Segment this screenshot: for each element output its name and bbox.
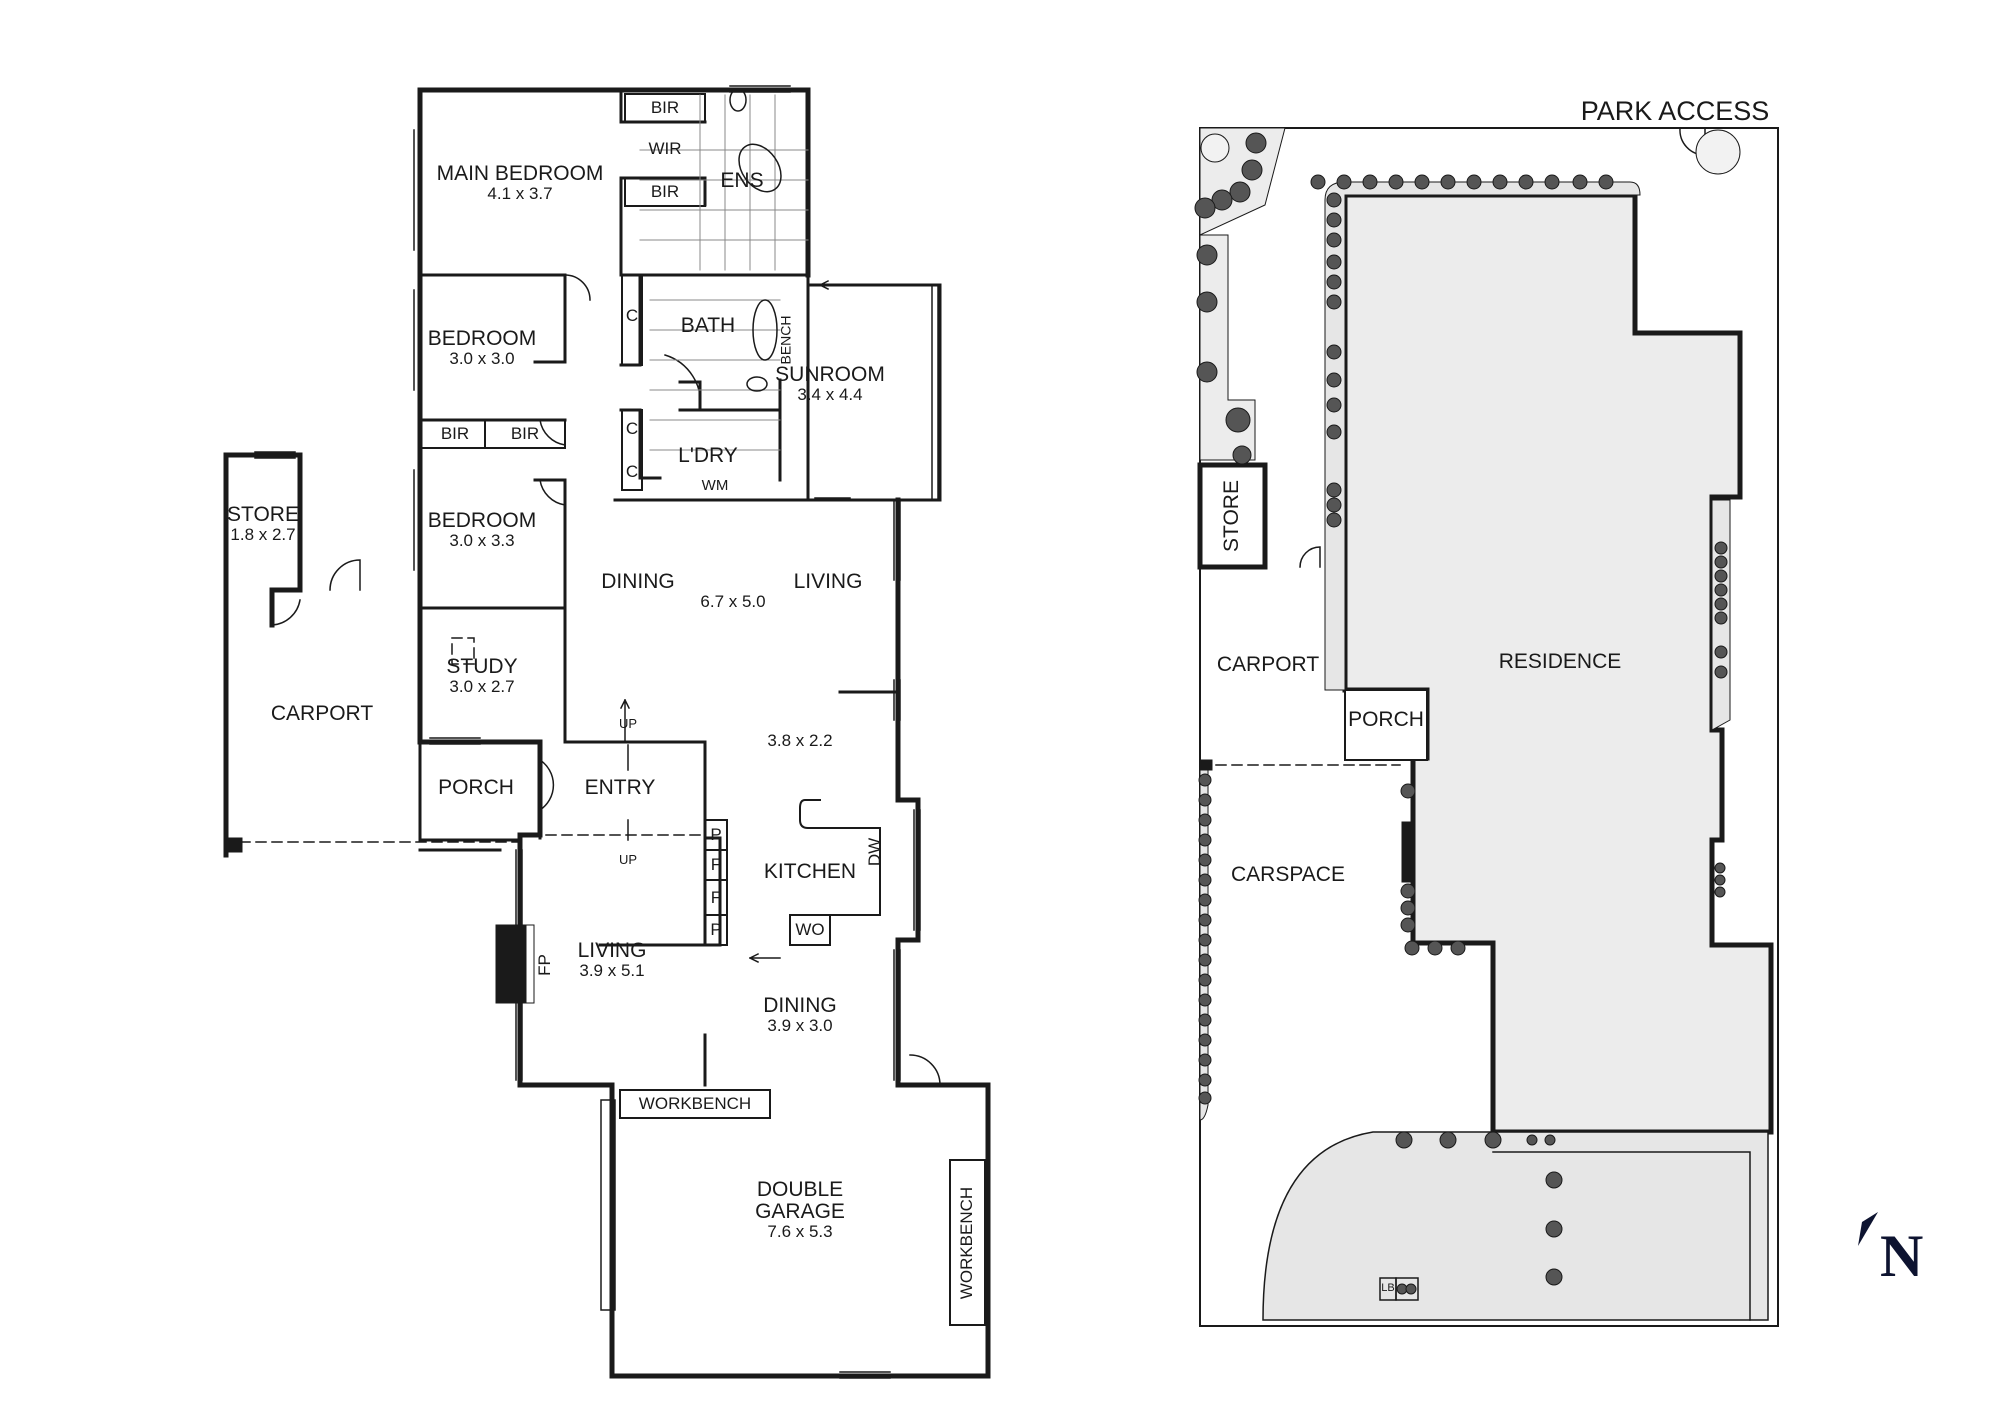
room-living-upper: LIVING (793, 569, 863, 593)
room-name: PORCH (438, 775, 514, 799)
north-compass: N (1858, 1212, 1928, 1289)
room-name: BEDROOM (427, 509, 537, 533)
site-porch-label: PORCH (1348, 707, 1424, 731)
workbench-label: WORKBENCH (957, 1186, 977, 1300)
bir-label: BIR (440, 424, 470, 444)
room-area-dims: 3.8 x 2.2 (767, 732, 832, 750)
room-dims: 3.8 x 2.2 (767, 731, 833, 751)
north-arrow-icon (1858, 1212, 1878, 1246)
room-name: LIVING (577, 939, 647, 963)
bench-label: BENCH (777, 315, 794, 365)
room-name: DINING (763, 994, 837, 1018)
fridge-label: F (710, 855, 722, 875)
room-name: BEDROOM (427, 327, 537, 351)
room-dims: 3.0 x 3.0 (449, 349, 515, 369)
room-dining-living-dims: 6.7 x 5.0 (700, 593, 765, 611)
bir-label: BIR (510, 424, 540, 444)
room-name: ENS (720, 168, 764, 192)
room-name: MAIN BEDROOM (436, 162, 604, 186)
workbench-label: WORKBENCH (638, 1094, 752, 1114)
room-dims: 3.0 x 3.3 (449, 531, 515, 551)
room-dining-upper: DINING (601, 569, 675, 593)
room-porch: PORCH (438, 775, 514, 799)
room-name: CARPORT (270, 701, 374, 725)
cupboard-label: C (625, 306, 639, 326)
room-name: STUDY (446, 655, 518, 679)
up-label: UP (618, 716, 638, 732)
room-dims: 6.7 x 5.0 (700, 592, 766, 612)
washing-machine-label: WM (701, 477, 729, 495)
room-name: SUNROOM (775, 363, 885, 387)
room-bath: BATH (680, 313, 736, 337)
park-access-label: PARK ACCESS (1580, 95, 1770, 126)
room-name: ENTRY (584, 775, 656, 799)
room-name: LIVING (793, 569, 863, 593)
room-dims: 7.6 x 5.3 (767, 1222, 833, 1242)
site-residence-label: RESIDENCE (1498, 649, 1622, 673)
site-carspace-label: CARSPACE (1231, 862, 1345, 886)
cupboard-label: C (625, 419, 639, 439)
bir-label: BIR (650, 182, 680, 202)
pantry-label: P (710, 825, 722, 845)
fireplace-label: FP (535, 954, 555, 976)
room-name: DINING (601, 569, 675, 593)
letterbox-label: LB (1381, 1282, 1395, 1295)
dishwasher-label: DW (865, 837, 885, 867)
room-dims: 3.4 x 4.4 (797, 385, 863, 405)
room-dims: 1.8 x 2.7 (230, 525, 296, 545)
room-carport: CARPORT (270, 701, 374, 725)
room-dims: 3.9 x 5.1 (579, 961, 645, 981)
wir-label: WIR (648, 139, 682, 159)
room-name: BATH (680, 313, 736, 337)
room-laundry: L'DRY (678, 443, 738, 467)
room-ensuite: ENS (720, 168, 764, 192)
site-store-label: STORE (1219, 480, 1243, 552)
room-name: STORE (227, 503, 299, 527)
fridge-label: F (710, 888, 722, 908)
bir-label: BIR (650, 98, 680, 118)
up-label: UP (618, 852, 638, 868)
room-name: KITCHEN (763, 859, 857, 883)
cupboard-label: C (625, 462, 639, 482)
site-carport-label: CARPORT (1216, 652, 1320, 676)
room-dims: 4.1 x 3.7 (487, 184, 553, 204)
room-dims: 3.9 x 3.0 (767, 1016, 833, 1036)
pantry-label: P (710, 920, 722, 940)
room-name: L'DRY (678, 443, 738, 467)
wall-oven-label: WO (795, 920, 825, 940)
room-entry: ENTRY (584, 775, 656, 799)
room-name: DOUBLE GARAGE (755, 1178, 845, 1224)
north-label: N (1880, 1223, 1924, 1289)
room-kitchen: KITCHEN (763, 859, 857, 883)
room-dims: 3.0 x 2.7 (449, 677, 515, 697)
